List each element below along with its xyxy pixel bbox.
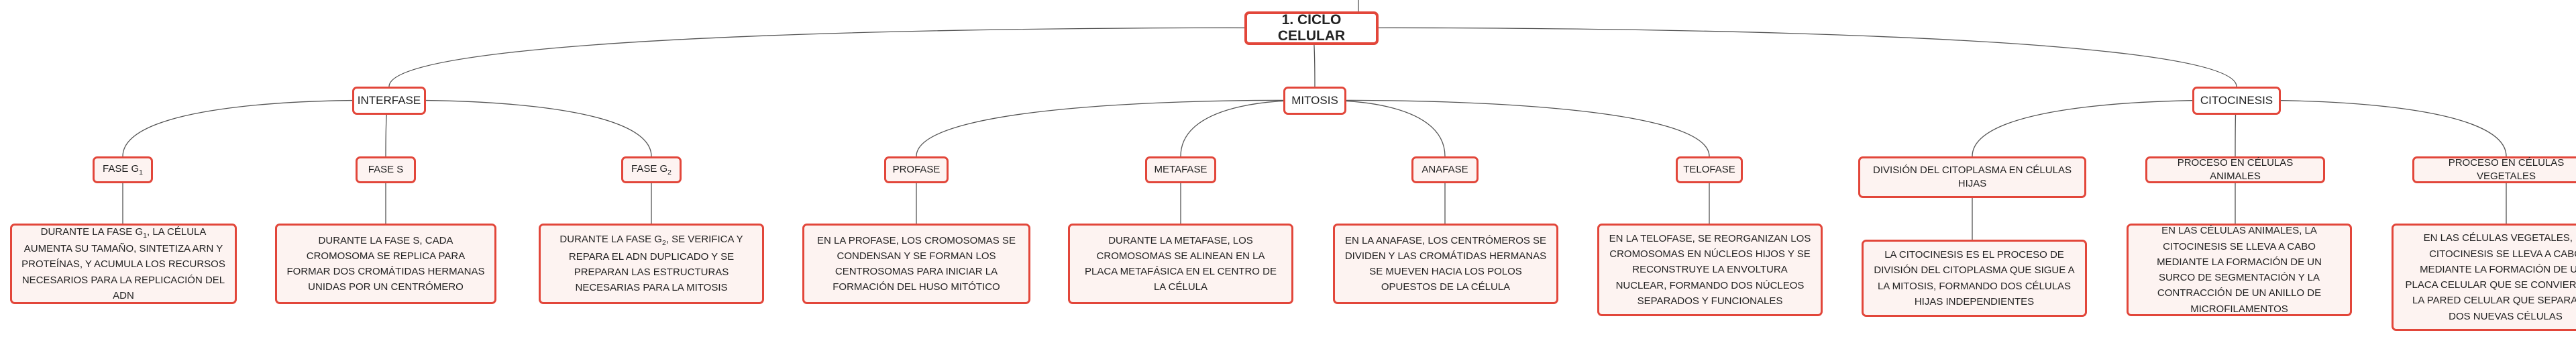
detail-text: LA CITOCINESIS ES EL PROCESO DE DIVISIÓN… [1874,249,2075,307]
branch-interfase[interactable]: INTERFASE [352,87,426,115]
detail-fase-g1: DURANTE LA FASE G1, LA CÉLULA AUMENTA SU… [10,224,237,304]
node-label: PROCESO EN CÉLULAS ANIMALES [2177,156,2294,182]
node-label: FASE G1 [102,162,144,177]
node-celulas-animales[interactable]: PROCESO EN CÉLULAS ANIMALES [2145,156,2325,183]
branch-to-child-line [388,99,652,157]
node-fase-g2[interactable]: FASE G2 [621,156,682,183]
detail-text: DURANTE LA METAFASE, LOS CROMOSOMAS SE A… [1085,234,1277,293]
node-telofase[interactable]: TELOFASE [1676,156,1743,183]
node-label: PROCESO EN CÉLULAS VEGETALES [2448,156,2565,182]
branch-label: MITOSIS [1291,94,1338,107]
branch-citocinesis[interactable]: CITOCINESIS [2192,87,2281,115]
root-to-branch-line [1311,27,2237,87]
node-label: TELOFASE [1683,163,1735,175]
detail-text: EN LAS CÉLULAS ANIMALES, LA CITOCINESIS … [2157,225,2322,315]
detail-fase-s: DURANTE LA FASE S, CADA CROMOSOMA SE REP… [275,224,496,304]
branch-mitosis[interactable]: MITOSIS [1283,87,1346,115]
node-celulas-vegetales[interactable]: PROCESO EN CÉLULAS VEGETALES [2412,156,2576,183]
branch-to-child-line [122,99,390,157]
root-label: 1. CICLO CELULAR [1277,12,1346,44]
detail-telofase: EN LA TELOFASE, SE REORGANIZAN LOS CROMO… [1597,224,1823,316]
root-node[interactable]: 1. CICLO CELULAR [1244,11,1379,45]
node-anafase[interactable]: ANAFASE [1411,156,1479,183]
detail-celulas-vegetales: EN LAS CÉLULAS VEGETALES, LA CITOCINESIS… [2392,224,2576,331]
node-fase-g1[interactable]: FASE G1 [93,156,153,183]
detail-profase: EN LA PROFASE, LOS CROMOSOMAS SE CONDENS… [802,224,1030,304]
node-profase[interactable]: PROFASE [884,156,949,183]
node-fase-s[interactable]: FASE S [356,156,416,183]
node-label: FASE S [368,163,404,175]
detail-division-citoplasma: LA CITOCINESIS ES EL PROCESO DE DIVISIÓN… [1862,240,2087,317]
detail-text: EN LAS CÉLULAS VEGETALES, LA CITOCINESIS… [2405,232,2576,322]
node-label: ANAFASE [1421,163,1468,175]
detail-text: EN LA TELOFASE, SE REORGANIZAN LOS CROMO… [1609,232,1811,307]
detail-metafase: DURANTE LA METAFASE, LOS CROMOSOMAS SE A… [1068,224,1293,304]
node-label: METAFASE [1154,163,1208,175]
detail-anafase: EN LA ANAFASE, LOS CENTRÓMEROS SE DIVIDE… [1333,224,1558,304]
detail-text: EN LA PROFASE, LOS CROMOSOMAS SE CONDENS… [817,234,1016,293]
node-label: PROFASE [892,163,941,175]
node-label: DIVISIÓN DEL CITOPLASMA EN CÉLULAS HIJAS [1873,164,2072,189]
detail-text: DURANTE LA FASE S, CADA CROMOSOMA SE REP… [286,234,485,293]
detail-text: DURANTE LA FASE G2, SE VERIFICA Y REPARA… [559,234,743,294]
detail-text: EN LA ANAFASE, LOS CENTRÓMEROS SE DIVIDE… [1344,234,1547,293]
branch-to-child-line [1314,99,1710,157]
node-label: FASE G2 [631,162,672,177]
detail-celulas-animales: EN LAS CÉLULAS ANIMALES, LA CITOCINESIS … [2127,224,2352,316]
node-metafase[interactable]: METAFASE [1145,156,1216,183]
detail-fase-g2: DURANTE LA FASE G2, SE VERIFICA Y REPARA… [539,224,764,304]
branch-to-child-line [916,99,1316,157]
branch-label: INTERFASE [357,94,421,107]
root-to-branch-line [388,27,1312,87]
branch-label: CITOCINESIS [2200,94,2273,107]
node-division-citoplasma[interactable]: DIVISIÓN DEL CITOPLASMA EN CÉLULAS HIJAS [1858,156,2086,198]
detail-text: DURANTE LA FASE G1, LA CÉLULA AUMENTA SU… [21,226,225,301]
